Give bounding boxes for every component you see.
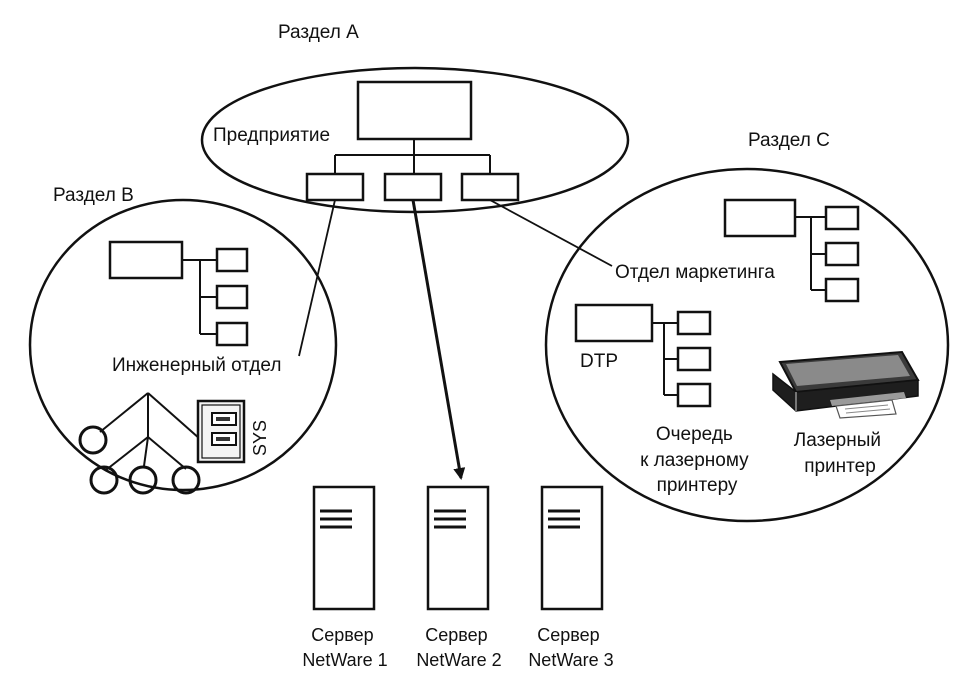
- connectors: [298, 199, 613, 480]
- laser-printer-label-line-2: принтер: [804, 456, 876, 477]
- server-2-label-line-2: NetWare 2: [416, 650, 501, 670]
- server-3: Сервер NetWare 3: [528, 485, 614, 670]
- dtp-tree-lines: [652, 322, 678, 396]
- print-queue-label: Очередь к лазерному принтеру: [640, 424, 754, 496]
- connector-enterprise-to-marketing: [489, 199, 613, 267]
- enterprise-root-box: [356, 80, 473, 141]
- user-circle-2: [89, 465, 119, 495]
- user-tree-lines: [99, 392, 201, 471]
- dtp-child-box-1: [676, 310, 712, 336]
- print-queue-label-line-1: Очередь: [656, 424, 733, 445]
- server-3-label: Сервер NetWare 3: [528, 625, 613, 670]
- engineering-child-box-2: [215, 284, 249, 310]
- partition-c-node-label: Отдел маркетинга: [615, 262, 775, 283]
- laser-printer-icon: [772, 350, 920, 419]
- partition-b-ellipse: [28, 198, 338, 492]
- partition-c-ellipse: [544, 167, 950, 523]
- engineering-child-box-3: [215, 321, 249, 347]
- marketing-tree-lines: [795, 216, 826, 291]
- server-2: Сервер NetWare 2: [416, 485, 502, 670]
- server-1-label: Сервер NetWare 1: [302, 625, 387, 670]
- partition-a-title: Раздел A: [278, 22, 359, 43]
- laser-printer-label-line-1: Лазерный: [794, 430, 881, 451]
- marketing-root-box: [723, 198, 797, 238]
- engineering-child-box-1: [215, 247, 249, 273]
- enterprise-tree-lines: [334, 139, 491, 174]
- partition-c-title: Раздел C: [748, 130, 830, 151]
- marketing-child-box-3: [824, 277, 860, 303]
- engineering-tree-lines: [182, 259, 217, 335]
- server-1: Сервер NetWare 1: [302, 485, 388, 670]
- dtp-child-box-3: [676, 382, 712, 408]
- marketing-child-box-2: [824, 241, 860, 267]
- partition-b: Раздел B Инженерный отдел: [28, 185, 338, 495]
- partition-a-node-label: Предприятие: [213, 125, 330, 146]
- connector-enterprise-to-server-2-arrow: [411, 199, 466, 480]
- user-circle-1: [78, 425, 108, 455]
- enterprise-child-box-2: [383, 172, 443, 202]
- sys-volume-label: SYS: [250, 420, 270, 456]
- user-circle-3: [128, 465, 158, 495]
- partition-a: Раздел A Предприятие: [200, 22, 630, 214]
- dtp-child-box-2: [676, 346, 712, 372]
- server-1-label-line-1: Сервер: [311, 625, 373, 645]
- dtp-root-box: [574, 303, 654, 343]
- server-1-label-line-2: NetWare 1: [302, 650, 387, 670]
- server-2-icon: [426, 485, 490, 611]
- server-3-label-line-2: NetWare 3: [528, 650, 613, 670]
- sys-volume-icon: [196, 399, 246, 464]
- user-circle-4: [171, 465, 201, 495]
- server-2-label-line-1: Сервер: [425, 625, 487, 645]
- partition-b-node-label: Инженерный отдел: [112, 355, 281, 376]
- partition-b-title: Раздел B: [53, 185, 134, 206]
- server-1-icon: [312, 485, 376, 611]
- server-2-label: Сервер NetWare 2: [416, 625, 501, 670]
- dtp-label: DTP: [580, 351, 618, 372]
- partition-c: Раздел C Отдел маркетинга DTP Очередь к: [544, 130, 950, 523]
- enterprise-child-box-3: [460, 172, 520, 202]
- print-queue-label-line-3: принтеру: [657, 475, 738, 496]
- print-queue-label-line-2: к лазерному: [640, 450, 749, 471]
- laser-printer-label: Лазерный принтер: [794, 430, 887, 477]
- enterprise-child-box-1: [305, 172, 365, 202]
- engineering-root-box: [108, 240, 184, 280]
- connector-enterprise-to-engineering: [298, 199, 336, 357]
- marketing-child-box-1: [824, 205, 860, 231]
- server-3-icon: [540, 485, 604, 611]
- server-3-label-line-1: Сервер: [537, 625, 599, 645]
